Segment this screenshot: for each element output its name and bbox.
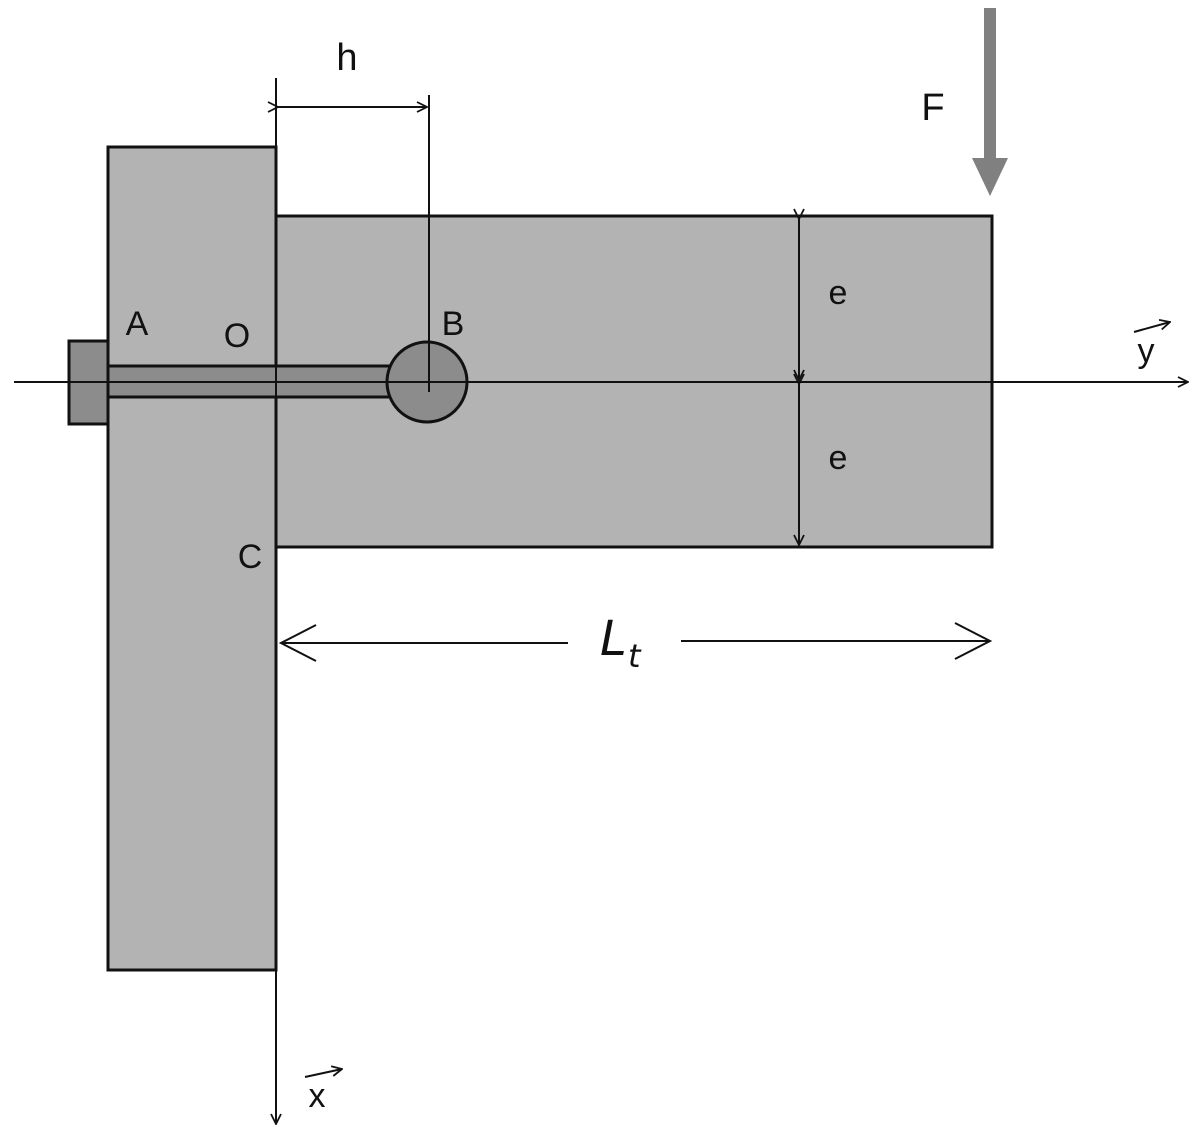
vertical-plate <box>106 145 278 972</box>
label-b: B <box>442 305 465 343</box>
label-lt-main: L <box>600 611 627 667</box>
x-vector-arrow <box>304 1069 342 1078</box>
label-e-bottom: e <box>829 439 848 477</box>
label-y-axis: y <box>1138 332 1155 370</box>
label-x-axis: x <box>309 1077 326 1115</box>
label-f: F <box>921 87 944 129</box>
label-e-top: e <box>829 274 848 312</box>
force-arrow-head <box>972 158 1008 196</box>
label-h: h <box>336 37 357 79</box>
label-lt-sub: t <box>628 637 642 675</box>
label-o: O <box>224 317 250 355</box>
y-vector-arrow <box>1133 322 1170 333</box>
label-a: A <box>126 305 149 343</box>
label-c: C <box>238 538 263 576</box>
